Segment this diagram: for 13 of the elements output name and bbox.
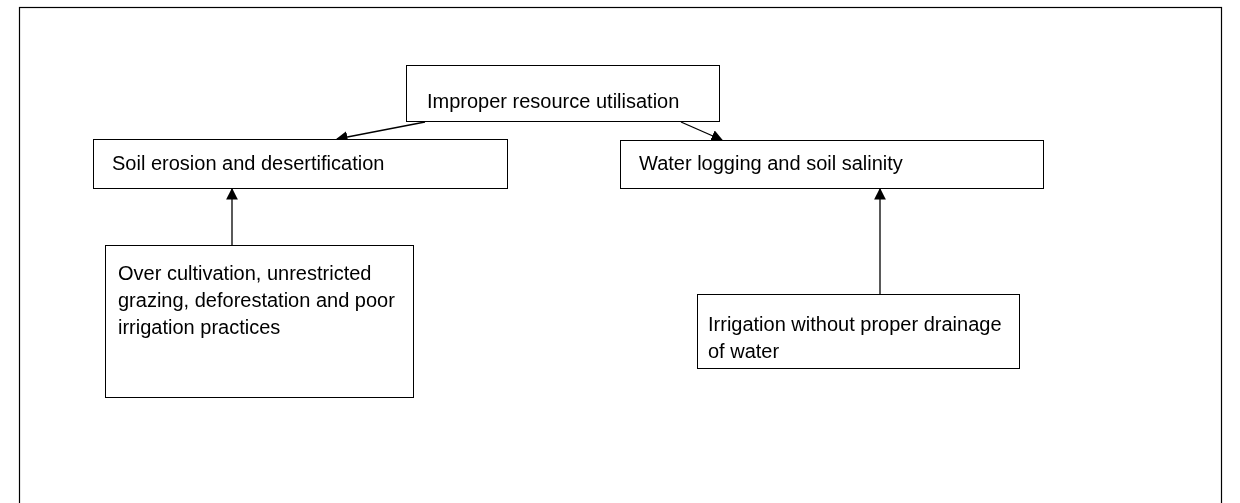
box-label: Soil erosion and desertification — [112, 151, 386, 176]
text-box — [406, 65, 720, 122]
arrow — [874, 187, 886, 295]
box-label: Improper resource utilisation — [427, 89, 681, 114]
box-label: Water logging and soil salinity — [639, 151, 904, 176]
arrow — [226, 187, 238, 246]
box-label: Irrigation without proper drainage of water — [708, 312, 1003, 364]
arrow — [680, 121, 724, 142]
text-box — [697, 294, 1020, 369]
text-box — [620, 140, 1044, 189]
text-box — [93, 139, 508, 189]
box-label: Over cultivation, unrestricted grazing, deforestation and poor irrigation practices — [118, 261, 396, 340]
text-box — [105, 245, 414, 398]
